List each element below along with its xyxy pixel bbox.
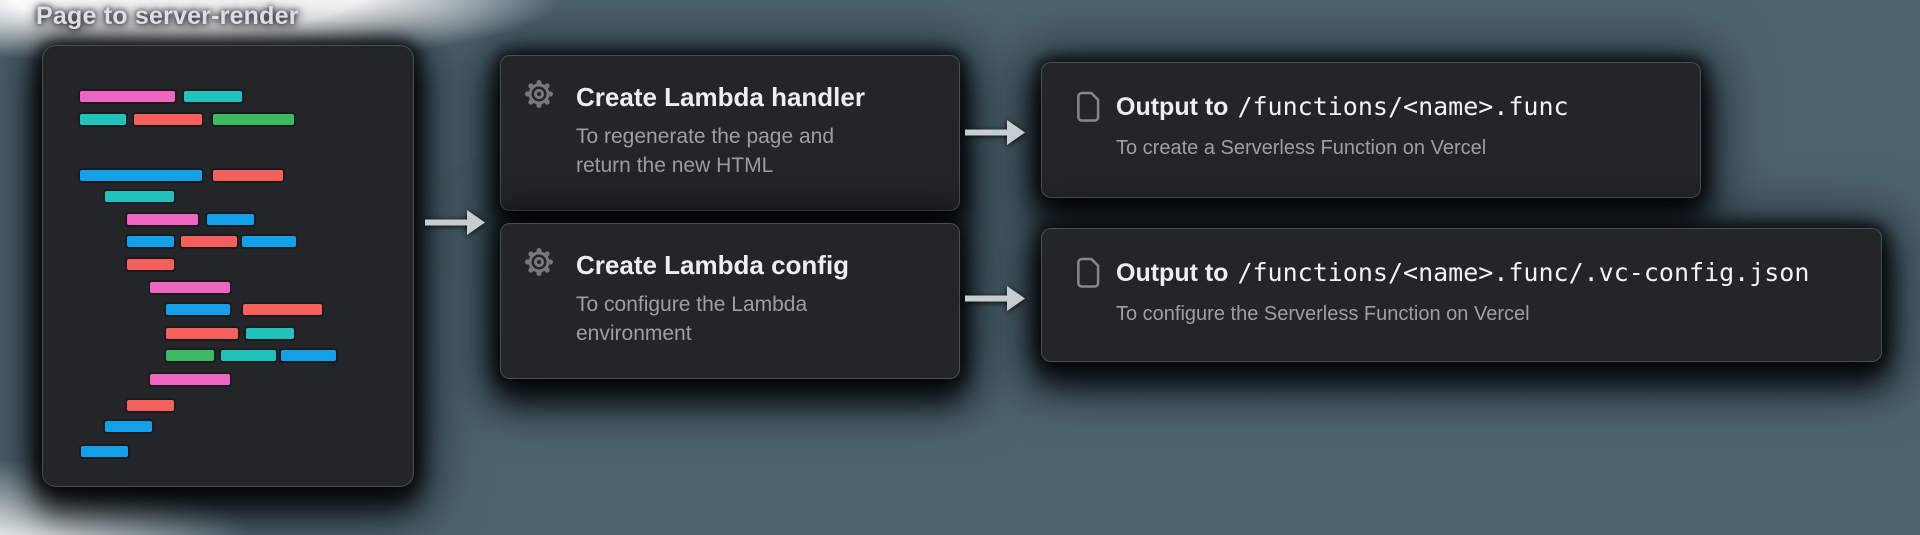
gear-icon	[523, 78, 555, 115]
code-panel	[42, 45, 414, 487]
step-card-create-lambda-handler: Create Lambda handler To regenerate the …	[500, 55, 960, 211]
code-line-bar	[105, 191, 174, 202]
arrow-right-icon-config-to-output	[965, 286, 1025, 311]
gear-icon	[523, 246, 555, 283]
output-card-vc-config: Output to/functions/<name>.func/.vc-conf…	[1041, 228, 1882, 362]
code-line-bar	[134, 114, 202, 125]
code-line-bar	[80, 170, 202, 181]
code-line-bar	[213, 170, 283, 181]
code-line-bar	[243, 304, 322, 315]
code-line-bar	[221, 350, 276, 361]
code-line-bar	[242, 236, 296, 247]
output-path: /functions/<name>.func/.vc-config.json	[1237, 258, 1810, 287]
step-card-create-lambda-config: Create Lambda config To configure the La…	[500, 223, 960, 379]
step-description: To regenerate the page and return the ne…	[576, 125, 835, 177]
code-line-bar	[181, 236, 237, 247]
code-line-bar	[150, 374, 230, 385]
output-card-func: Output to/functions/<name>.func To creat…	[1041, 62, 1701, 198]
code-line-bar	[80, 114, 126, 125]
output-title: Output to/functions/<name>.func/.vc-conf…	[1116, 258, 1809, 288]
output-path: /functions/<name>.func	[1237, 92, 1569, 121]
output-description: To create a Serverless Function on Verce…	[1116, 137, 1487, 159]
step-title: Create Lambda config	[576, 250, 850, 280]
code-line-bar	[127, 214, 198, 225]
code-line-bar	[246, 328, 294, 339]
page-title: Page to server-render	[36, 2, 299, 30]
code-line-bar	[127, 400, 174, 411]
arrow-right-icon-code-to-steps	[425, 210, 485, 235]
code-line-bar	[81, 446, 128, 457]
code-line-bar	[281, 350, 336, 361]
code-line-bar	[166, 304, 230, 315]
code-line-bar	[166, 350, 214, 361]
code-line-bar	[127, 236, 174, 247]
output-title: Output to/functions/<name>.func	[1116, 92, 1569, 122]
file-icon	[1075, 257, 1100, 293]
code-line-bar	[184, 91, 242, 102]
file-icon	[1075, 91, 1100, 127]
output-title-prefix: Output to	[1116, 259, 1229, 287]
output-description: To configure the Serverless Function on …	[1116, 303, 1530, 325]
code-line-bar	[105, 421, 152, 432]
code-line-bar	[207, 214, 254, 225]
code-line-bar	[150, 282, 230, 293]
code-line-bar	[127, 259, 174, 270]
code-line-bar	[213, 114, 294, 125]
output-title-prefix: Output to	[1116, 93, 1229, 121]
code-lines	[43, 46, 413, 486]
step-description: To configure the Lambda environment	[576, 293, 808, 345]
step-title: Create Lambda handler	[576, 82, 865, 112]
arrow-right-icon-handler-to-output	[965, 120, 1025, 145]
code-line-bar	[80, 91, 175, 102]
code-line-bar	[166, 328, 238, 339]
